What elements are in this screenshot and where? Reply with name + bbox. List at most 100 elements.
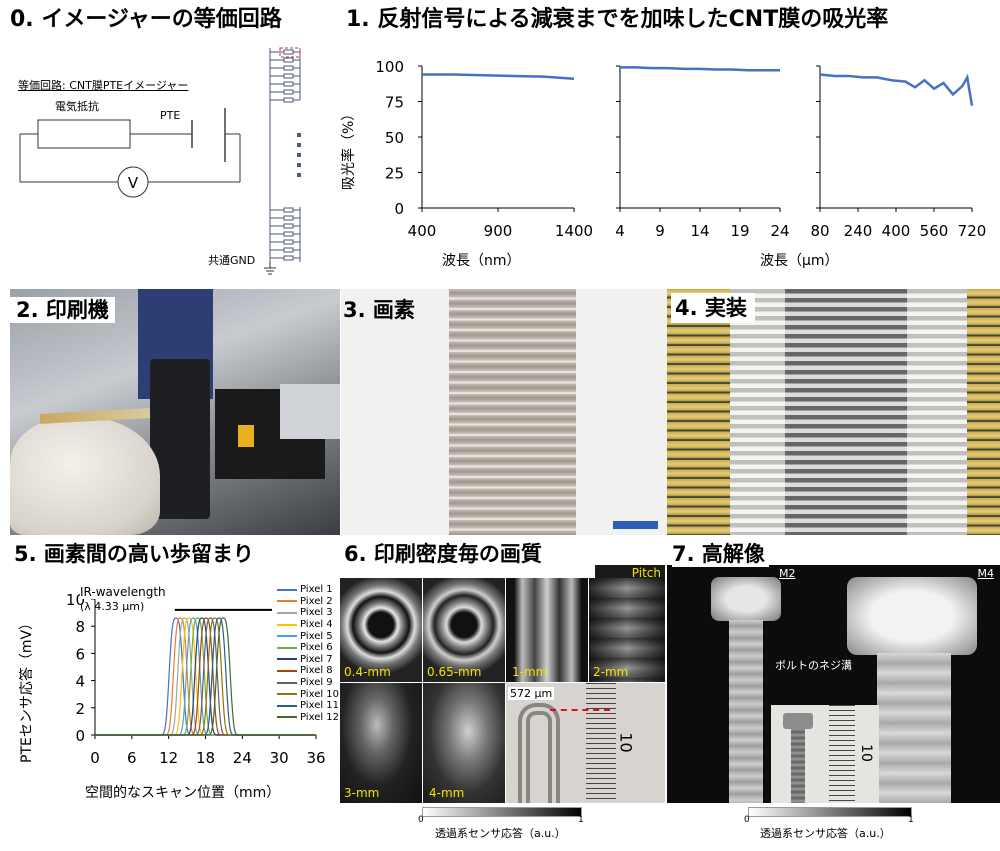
pixel-element-0	[283, 49, 294, 55]
y-tick-label: 6	[75, 645, 85, 663]
pixel-element-13	[283, 255, 294, 261]
y-tick-label: 0	[394, 200, 404, 218]
tile-label-1mm: 1-mm	[512, 665, 548, 679]
measure-label: 572 μm	[508, 687, 555, 700]
legend-label: Pixel 11	[300, 700, 340, 712]
tile-label-4mm: 4-mm	[429, 786, 465, 800]
absorbance-series-line	[422, 73, 575, 81]
pixel-element-4	[283, 81, 294, 87]
tile-label-0.65mm: 0.65-mm	[427, 665, 482, 679]
x-tick-label: 36	[306, 749, 325, 767]
panel1-title: 1. 反射信号による減衰までを加味したCNT膜の吸光率	[346, 7, 893, 33]
y-tick-label: 4	[75, 673, 85, 691]
inset-ruler-mark: 10	[857, 744, 874, 762]
x-tick-label: 240	[844, 222, 873, 240]
pte-label: PTE	[160, 109, 181, 122]
panel7-colorbar-min: 0	[744, 815, 750, 825]
gloved-hand	[10, 417, 160, 535]
pitch-label-box: Pitch	[595, 565, 665, 581]
panel5-title: 5. 画素間の高い歩留まり	[14, 541, 258, 567]
equivalent-circuit-diagram: V	[19, 47, 301, 275]
tile-4mm: 4-mm	[423, 683, 505, 803]
tile-label-3mm: 3-mm	[344, 786, 380, 800]
label-m2: M2	[779, 567, 796, 580]
legend-item: Pixel 10	[277, 688, 339, 700]
x-tick-label: 14	[690, 222, 709, 240]
legend-item: Pixel 9	[277, 677, 339, 689]
panel1-xlabel-um: 波長（μm）	[760, 253, 839, 269]
legend-item: Pixel 2	[277, 596, 339, 608]
pixel-element-12	[283, 247, 294, 253]
legend-label: Pixel 1	[300, 584, 333, 596]
legend-swatch	[277, 635, 297, 638]
pixel-element-3	[283, 73, 294, 79]
series-line-pixel-12	[95, 617, 316, 736]
legend-item: Pixel 12	[277, 712, 339, 724]
x-tick-label: 24	[233, 749, 252, 767]
tile-1mm: 1-mm	[506, 578, 588, 682]
legend-swatch	[277, 623, 297, 626]
voltmeter-symbol	[117, 166, 149, 198]
legend-swatch	[277, 600, 297, 603]
legend-label: Pixel 4	[300, 619, 333, 631]
pitch-label: Pitch	[631, 566, 661, 580]
legend-label: Pixel 10	[300, 688, 340, 700]
tile-label-0.4mm: 0.4-mm	[344, 665, 391, 679]
bolt-thread-label: ボルトのネジ溝	[775, 659, 852, 672]
pixel-element-11	[283, 239, 294, 245]
pixel-micrograph	[341, 289, 667, 535]
legend-item: Pixel 7	[277, 654, 339, 666]
legend-swatch	[277, 588, 297, 591]
x-tick-label: 12	[159, 749, 178, 767]
printer-photo	[10, 289, 340, 535]
legend-label: Pixel 5	[300, 630, 333, 642]
pixel-element-5	[283, 89, 294, 95]
x-tick-label: 9	[655, 222, 665, 240]
absorbance-series-line	[819, 73, 974, 106]
panel5-ylabel: PTEセンサ応答（mV）	[19, 615, 35, 763]
legend-swatch	[277, 693, 297, 696]
legend-label: Pixel 12	[300, 711, 340, 723]
panel3-title: 3. 画素	[343, 297, 419, 323]
x-tick-label: 80	[810, 222, 829, 240]
x-tick-label: 4	[615, 222, 625, 240]
tile-0.65mm: 0.65-mm	[423, 578, 505, 682]
legend-label: Pixel 3	[300, 607, 333, 619]
legend-swatch	[277, 704, 297, 707]
panel5-annotation-line2: (λ 4.33 μm)	[80, 600, 145, 613]
high-resolution-image: M2 M4 ボルトのネジ溝 10	[667, 565, 1000, 803]
legend-label: Pixel 7	[300, 653, 333, 665]
legend-item: Pixel 1	[277, 584, 339, 596]
panel1-xlabel-nm: 波長（nm）	[442, 253, 521, 269]
legend-swatch	[277, 658, 297, 661]
tile-3mm: 3-mm	[340, 683, 422, 803]
y-tick-label: 2	[75, 700, 85, 718]
panel7-colorbar-max: 1	[908, 815, 914, 825]
tile-2mm: 2-mm	[589, 578, 665, 682]
legend-swatch	[277, 669, 297, 672]
legend-label: Pixel 2	[300, 595, 333, 607]
x-tick-label: 720	[958, 222, 987, 240]
scale-bar	[613, 521, 658, 529]
legend-label: Pixel 6	[300, 642, 333, 654]
absorbance-series-line	[620, 66, 780, 72]
x-tick-label: 18	[196, 749, 215, 767]
voltmeter-label: V	[128, 174, 139, 192]
panel6-title: 6. 印刷密度毎の画質	[344, 541, 546, 567]
circuit-caption: 等価回路: CNT膜PTEイメージャー	[18, 79, 189, 92]
x-tick-label: 0	[90, 749, 100, 767]
pixel-element-6	[283, 97, 294, 103]
legend-item: Pixel 4	[277, 619, 339, 631]
highlight-pixel-box	[279, 47, 301, 58]
resistor-label: 電気抵抗	[55, 100, 99, 113]
x-tick-label: 19	[730, 222, 749, 240]
resistor-symbol	[37, 119, 131, 149]
panel5-xlabel: 空間的なスキャン位置（mm）	[85, 785, 281, 801]
pixel-element-7	[283, 207, 294, 213]
legend-swatch	[277, 681, 297, 684]
legend-item: Pixel 6	[277, 642, 339, 654]
panel7-colorbar-label: 透過系センサ応答（a.u.）	[760, 827, 891, 840]
pixel-element-9	[283, 223, 294, 229]
